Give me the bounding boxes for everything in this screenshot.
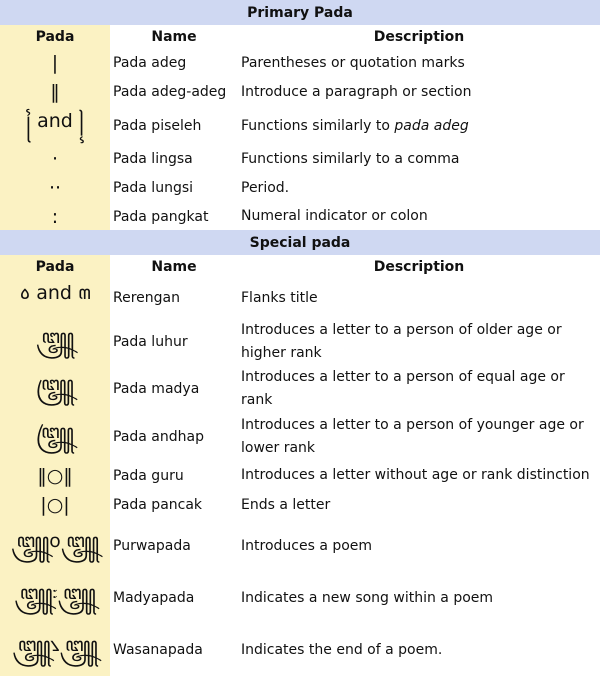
description-text: Functions similarly to: [241, 117, 395, 134]
pada-description: Parentheses or quotation marks: [241, 54, 465, 71]
pada-glyph: ·: [0, 145, 110, 173]
pada-description: Functions similarly to pada adeg: [238, 107, 600, 145]
pada-glyph: ꧃꧇꧃: [0, 572, 110, 624]
table-row: : Pada pangkat Numeral indicator or colo…: [0, 203, 600, 230]
pada-glyph: ··: [0, 173, 110, 203]
pada-name: Pada lingsa: [113, 151, 193, 167]
table-row: ‖○‖ Pada guru Introduces a letter withou…: [0, 461, 600, 490]
pada-name: Wasanapada: [113, 642, 203, 658]
pada-glyph: :: [0, 203, 110, 230]
special-section-header: Special pada: [0, 230, 600, 255]
pada-description: Flanks title: [241, 289, 318, 306]
pada-description: Introduce a paragraph or section: [241, 83, 472, 100]
pada-name: Pada madya: [113, 381, 200, 397]
pada-name: Pada piseleh: [113, 118, 202, 134]
table-row: ꧃ Pada luhur Introduces a letter to a pe…: [0, 317, 600, 366]
description-emphasis: pada adeg: [394, 117, 469, 134]
table-row: |○| Pada pancak Ends a letter: [0, 490, 600, 520]
pada-glyph: ꧃: [0, 317, 110, 366]
pada-glyph: ꧅: [0, 412, 110, 461]
primary-section-header: Primary Pada: [0, 0, 600, 25]
primary-section-title: Primary Pada: [0, 0, 600, 25]
pada-column-header: Pada: [0, 255, 110, 279]
pada-glyph: ‖: [0, 77, 110, 107]
table-row: ꧄ Pada madya Introduces a letter to a pe…: [0, 366, 600, 412]
pada-name: Pada lungsi: [113, 180, 194, 196]
pada-glyph: ꧞ and ꧟: [0, 279, 110, 317]
table-row: ꧅ Pada andhap Introduces a letter to a p…: [0, 412, 600, 461]
pada-description: Introduces a poem: [241, 537, 373, 554]
table-row: ꧃꧇꧃ Madyapada Indicates a new song withi…: [0, 572, 600, 624]
pada-description: Introduces a letter to a person of equal…: [241, 369, 565, 408]
pada-description: Period.: [241, 179, 290, 196]
pada-name: Pada pancak: [113, 497, 203, 513]
pada-description: Introduces a letter to a person of young…: [241, 416, 584, 456]
table-row: · Pada lingsa Functions similarly to a c…: [0, 145, 600, 173]
pada-description: Indicates a new song within a poem: [241, 589, 494, 606]
pada-name: Madyapada: [113, 590, 195, 606]
pada-glyph: |: [0, 49, 110, 77]
pada-glyph: ꧌ and ꧍: [0, 107, 110, 145]
table-row: ·· Pada lungsi Period.: [0, 173, 600, 203]
pada-name: Pada luhur: [113, 333, 188, 350]
table-row: | Pada adeg Parentheses or quotation mar…: [0, 49, 600, 77]
pada-glyph: ꧃꧆꧃: [0, 520, 110, 572]
description-column-header: Description: [373, 259, 465, 275]
table-row: ꧞ and ꧟ Rerengan Flanks title: [0, 279, 600, 317]
table-row: ꧃꧆꧃ Purwapada Introduces a poem: [0, 520, 600, 572]
pada-description: Functions similarly to a comma: [241, 150, 460, 167]
table-row: ꧃꧈꧃ Wasanapada Indicates the end of a po…: [0, 624, 600, 676]
name-column-header: Name: [151, 29, 197, 45]
pada-glyph: ꧃꧈꧃: [0, 624, 110, 676]
pada-name: Rerengan: [113, 290, 180, 306]
pada-description: Ends a letter: [241, 496, 331, 513]
name-column-header: Name: [151, 259, 197, 275]
pada-name: Pada adeg-adeg: [113, 84, 227, 100]
pada-name: Pada pangkat: [113, 208, 209, 225]
description-column-header: Description: [373, 29, 465, 45]
pada-description: Numeral indicator or colon: [241, 208, 428, 224]
special-column-headers: Pada Name Description: [0, 255, 600, 279]
pada-glyph: ‖○‖: [0, 461, 110, 490]
special-section-title: Special pada: [0, 230, 600, 255]
pada-column-header: Pada: [0, 25, 110, 49]
pada-description: Introduces a letter without age or rank …: [241, 467, 590, 483]
pada-glyph: |○|: [0, 490, 110, 520]
pada-glyph: ꧄: [0, 366, 110, 412]
table-row: ꧌ and ꧍ Pada piseleh Functions similarly…: [0, 107, 600, 145]
table-row: ‖ Pada adeg-adeg Introduce a paragraph o…: [0, 77, 600, 107]
pada-description: Introduces a letter to a person of older…: [241, 321, 562, 361]
primary-column-headers: Pada Name Description: [0, 25, 600, 49]
pada-description: Indicates the end of a poem.: [241, 641, 443, 658]
pada-name: Pada guru: [113, 467, 184, 484]
pada-name: Pada andhap: [113, 428, 204, 445]
pada-name: Pada adeg: [113, 55, 187, 71]
pada-name: Purwapada: [113, 538, 191, 554]
